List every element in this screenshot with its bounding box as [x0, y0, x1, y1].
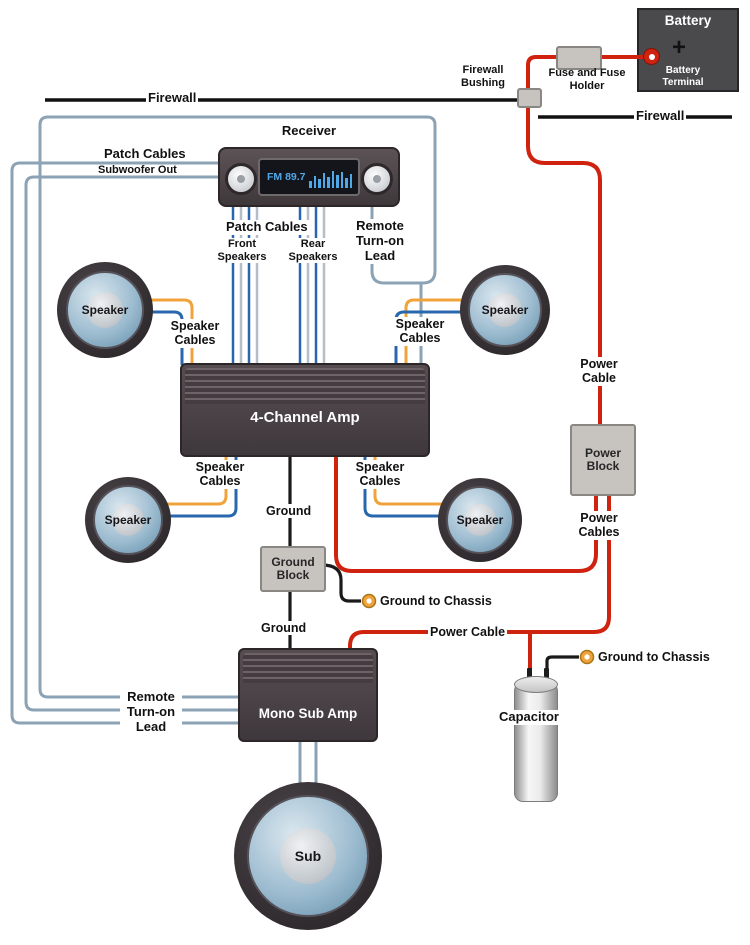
fuse-holder [556, 46, 602, 70]
speaker-cone [468, 273, 542, 347]
subwoofer: Sub [234, 782, 382, 930]
ground-wire-block-to-chassis [321, 563, 361, 603]
firewall-bushing [517, 88, 542, 108]
remote-turn-on-lead-wire-main [38, 115, 437, 699]
speaker-cable-blue-rear-left [169, 455, 238, 518]
speaker-rear-right: Speaker [438, 478, 522, 562]
speaker-front-left: Speaker [57, 262, 153, 358]
power-cable-label-bottom: Power Cable [428, 625, 508, 640]
receiver-label: Receiver [281, 123, 337, 138]
fuse-holder-label: Fuse and Fuse Holder [548, 67, 626, 92]
ground-label-top: Ground [264, 504, 314, 519]
speaker-dust-cap [111, 503, 145, 537]
power-block: Power Block [570, 424, 636, 496]
speaker-label: Speaker [456, 513, 504, 527]
four-channel-amp-label: 4-Channel Amp [250, 409, 360, 426]
speaker-cables-label-front-right: Speaker Cables [388, 317, 452, 346]
speaker-dust-cap [464, 504, 496, 536]
ground-label-bottom: Ground [259, 621, 309, 636]
subwoofer-out-label: Subwoofer Out [98, 164, 177, 176]
power-cable-bushing-to-power-block [526, 103, 602, 425]
speaker-cables-label-rear-right: Speaker Cables [348, 460, 412, 489]
four-channel-amp: 4-Channel Amp [180, 363, 430, 457]
display-frequency: FM 89.7 [267, 171, 306, 183]
mono-sub-amp-label: Mono Sub Amp [258, 706, 358, 721]
patch-cable-subwoofer-wire-inner [24, 175, 238, 712]
speaker-cable-yellow-rear-left [166, 455, 228, 506]
speaker-label: Speaker [81, 303, 129, 317]
firewall-label-right: Firewall [634, 108, 687, 124]
power-cable-label-top: Power Cable [574, 357, 624, 386]
ground-block-label: Ground Block [271, 554, 315, 582]
firewall-label-left: Firewall [146, 90, 199, 106]
speaker-label: Speaker [481, 303, 529, 317]
power-cable-block-to-4ch-amp [334, 456, 598, 573]
ground-ring-terminal-capacitor [579, 649, 595, 665]
patch-cable-wires-gray [239, 205, 326, 365]
rear-speakers-label: Rear Speakers [283, 238, 343, 264]
ground-to-chassis-label-mid: Ground to Chassis [380, 594, 492, 608]
speaker-label: Speaker [104, 513, 152, 527]
radio-display: FM 89.7 [258, 158, 360, 196]
speaker-cable-yellow-front-right [404, 298, 461, 365]
patch-cable-wires-blue [231, 205, 318, 365]
volume-knob [225, 163, 257, 195]
ground-wire-capacitor-to-chassis [545, 655, 579, 674]
spectrum-bars-icon [309, 171, 352, 188]
tuning-knob [361, 163, 393, 195]
battery-plus-sign: + [672, 34, 687, 61]
amp-heatsink-fins [185, 368, 425, 404]
capacitor [514, 676, 558, 802]
speaker-cable-yellow-front-left [150, 298, 194, 365]
patch-cables-label: Patch Cables [224, 219, 310, 235]
speaker-cables-label-rear-left: Speaker Cables [188, 460, 252, 489]
speaker-cable-yellow-rear-right [373, 455, 442, 506]
mono-sub-amp: Mono Sub Amp [238, 648, 378, 742]
battery-terminal-label: Battery Terminal [662, 65, 704, 88]
power-cables-label: Power Cables [572, 511, 626, 540]
patch-cable-subwoofer-wire-outer [10, 161, 238, 725]
speaker-dust-cap [279, 827, 337, 885]
patch-cables-subwoofer-label: Patch Cables [104, 146, 186, 161]
remote-turn-on-lead-label-top: Remote Turn-on Lead [349, 218, 411, 264]
capacitor-label: Capacitor [497, 709, 561, 725]
speaker-cable-blue-rear-right [363, 455, 441, 518]
ground-block: Ground Block [260, 546, 326, 592]
speaker-rear-left: Speaker [85, 477, 171, 563]
subwoofer-label: Sub [294, 848, 322, 864]
receiver: FM 89.7 [218, 147, 400, 207]
battery-label: Battery [664, 13, 712, 28]
speaker-dust-cap [487, 292, 523, 328]
amp-heatsink-fins [243, 653, 373, 683]
capacitor-terminal-negative [544, 668, 549, 684]
speaker-dust-cap [86, 291, 124, 329]
ground-to-chassis-label-capacitor: Ground to Chassis [598, 650, 710, 664]
battery-terminal-icon [643, 48, 660, 65]
firewall-bushing-label: Firewall Bushing [461, 64, 505, 89]
remote-turn-on-lead-label-bottom: Remote Turn-on Lead [120, 689, 182, 735]
front-speakers-label: Front Speakers [212, 238, 272, 264]
power-block-label: Power Block [584, 445, 621, 473]
ground-ring-terminal-mid [361, 593, 377, 609]
power-cable-battery-to-bushing [526, 55, 648, 90]
speaker-cables-label-front-left: Speaker Cables [163, 319, 227, 348]
remote-turn-on-lead-wire-receiver [370, 205, 423, 285]
speaker-front-right: Speaker [460, 265, 550, 355]
